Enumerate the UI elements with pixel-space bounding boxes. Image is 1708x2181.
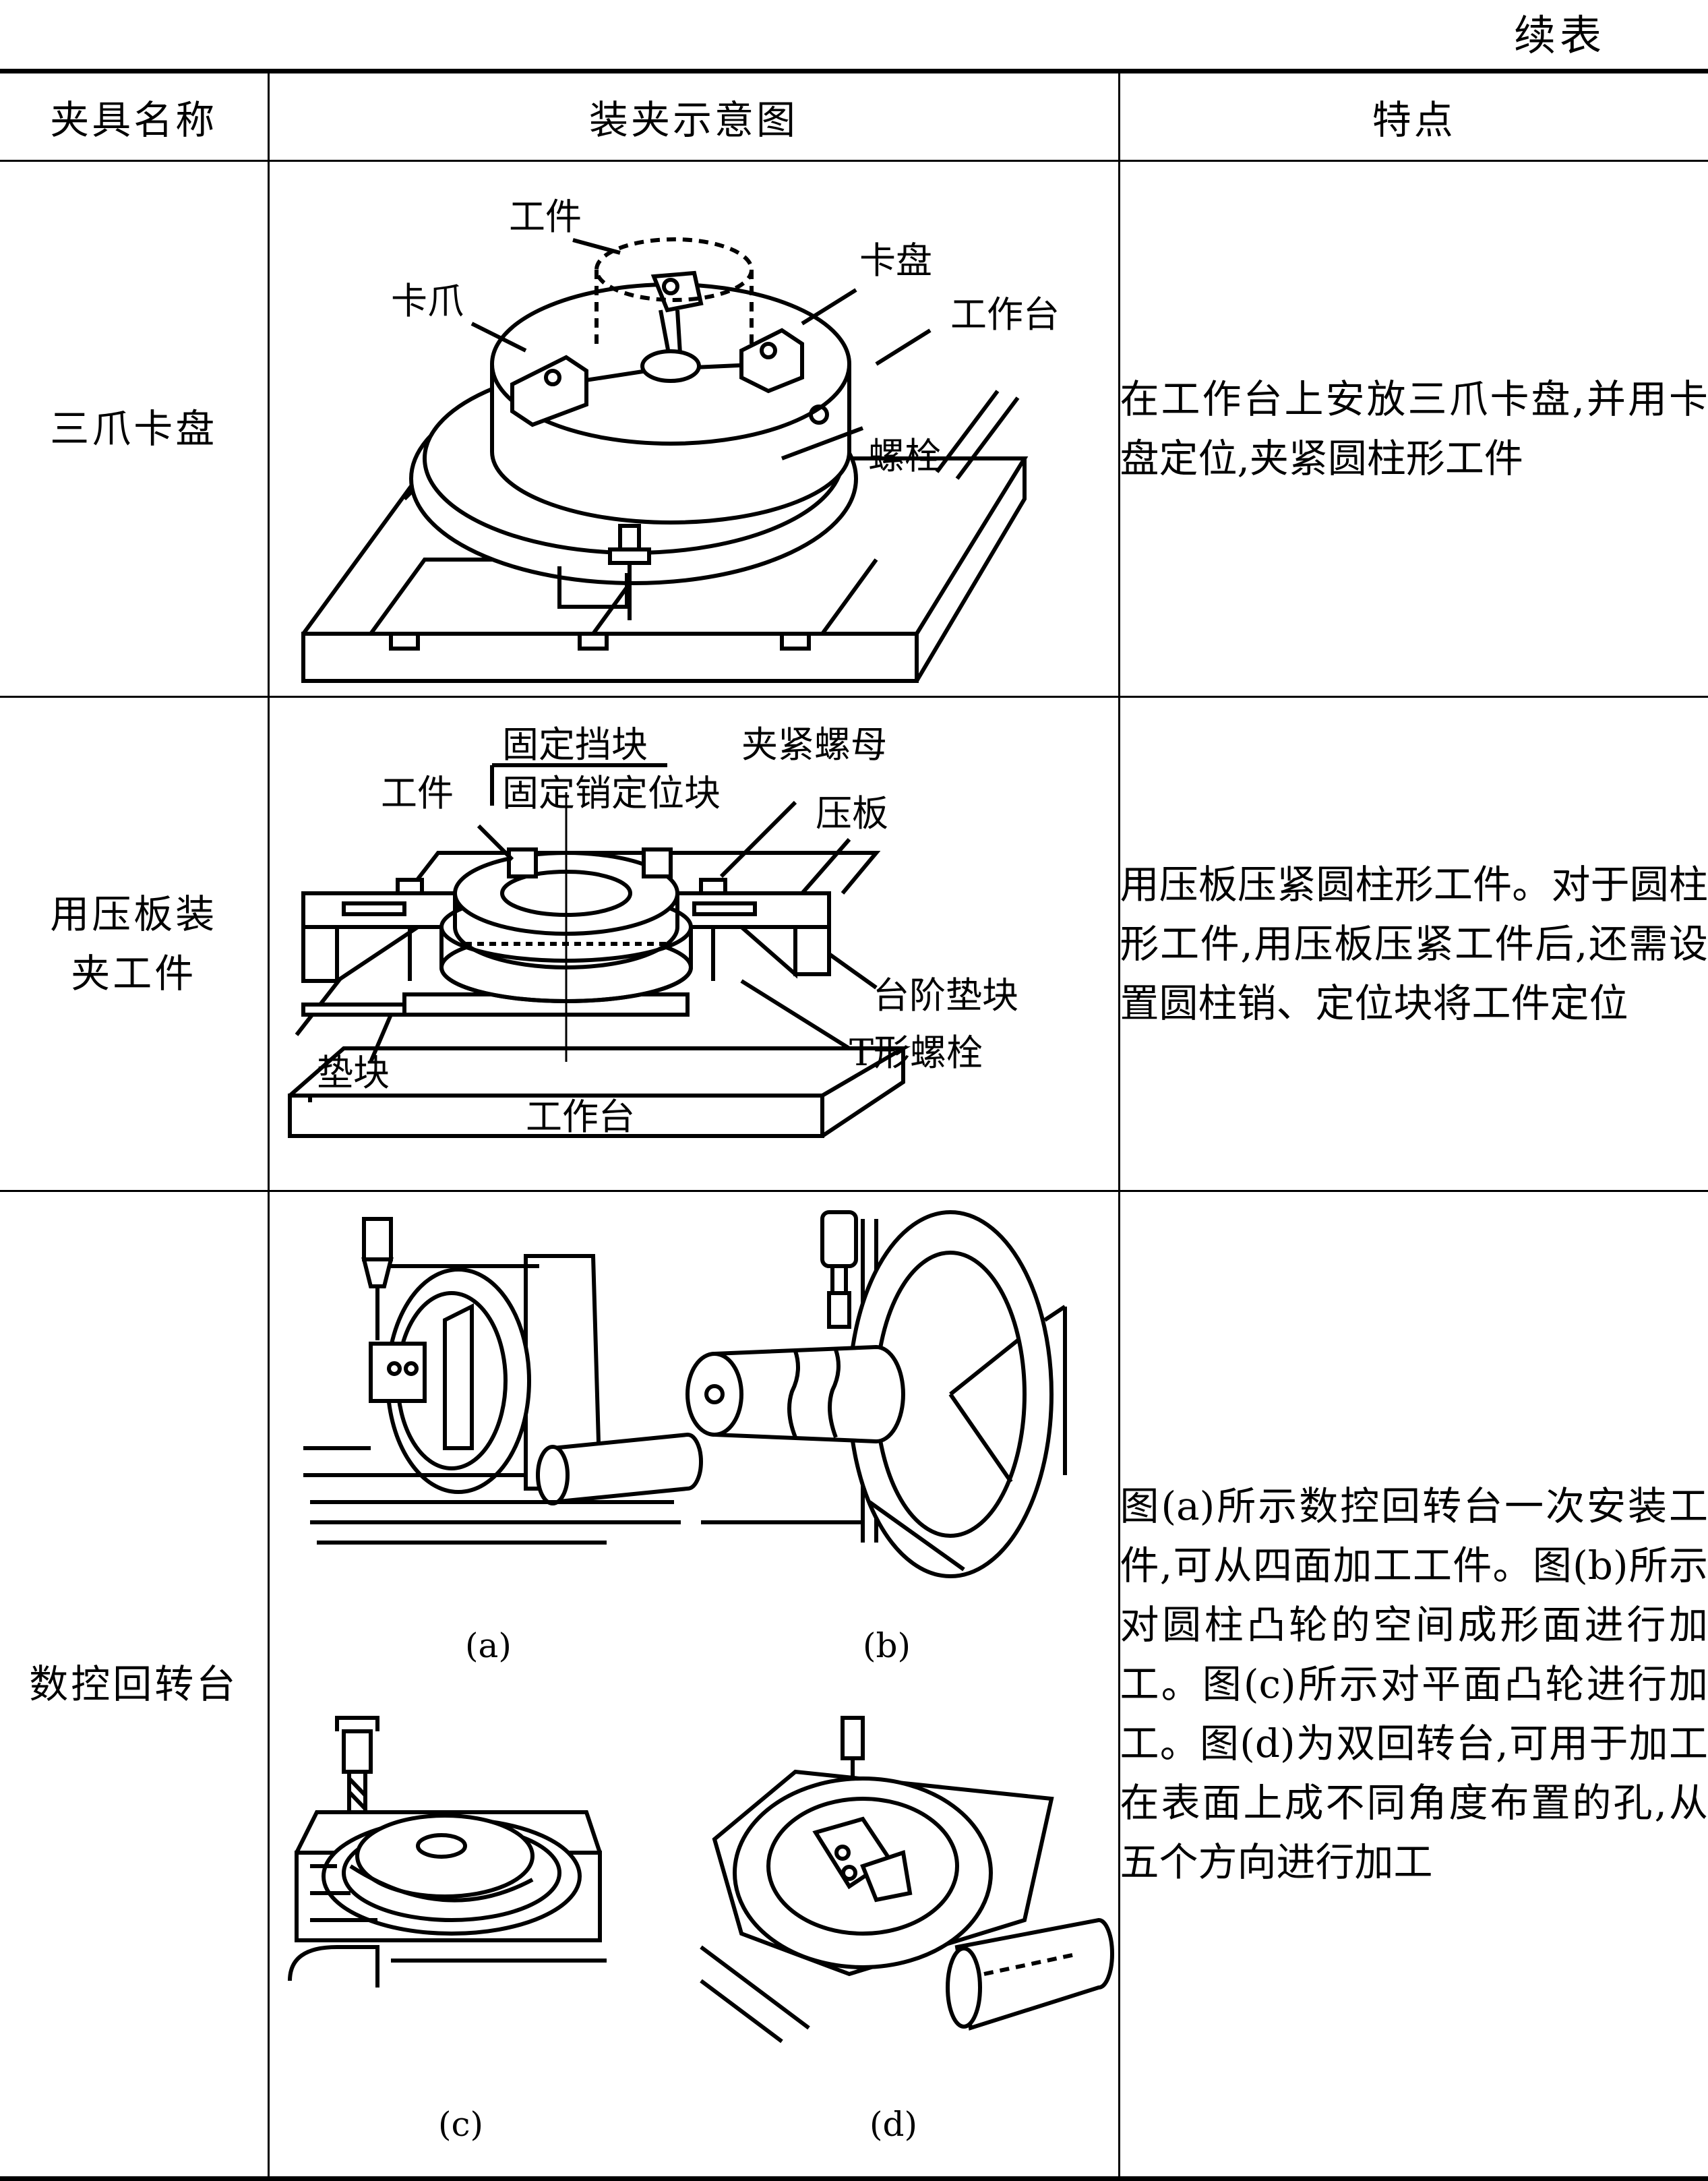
diagram-cell: 固定挡块 固定销定位块 工件 夹紧螺母 压板 台阶垫块 垫块 T形螺栓 工作台 <box>267 696 1120 1192</box>
diagram-cell: (a) (b) (c) (d) <box>267 1190 1120 2181</box>
label-clamp-nut: 夹紧螺母 <box>741 723 887 766</box>
clamp-plate-diagram: 固定挡块 固定销定位块 工件 夹紧螺母 压板 台阶垫块 垫块 T形螺栓 工作台 <box>287 723 1018 1138</box>
label-clamp-plate: 压板 <box>816 792 888 835</box>
label-bolt: 螺栓 <box>868 435 941 477</box>
fixture-name-cell: 数控回转台 <box>0 1190 270 2181</box>
caption-c: (c) <box>438 2105 483 2144</box>
label-workpiece: 工件 <box>381 772 454 814</box>
table-row: 三爪卡盘 <box>0 160 1708 698</box>
caption-a: (a) <box>465 1626 512 1665</box>
fixture-name-cell: 用压板装夹工件 <box>0 696 270 1192</box>
figure-a-drawing <box>303 1217 703 1545</box>
label-fixed-pin: 固定销定位块 <box>502 772 721 814</box>
label-pad: 垫块 <box>317 1052 390 1094</box>
continued-table-label: 续表 <box>1513 11 1606 60</box>
table-header-row: 夹具名称 装夹示意图 特点 <box>0 69 1708 162</box>
label-t-bolt: T形螺栓 <box>849 1032 983 1074</box>
features-cell: 用压板压紧圆柱形工件。对于圆柱形工件,用压板压紧工件后,还需设置圆柱销、定位块将… <box>1118 696 1708 1192</box>
header-clamping-diagram: 装夹示意图 <box>267 69 1120 162</box>
fixture-name-text: 用压板装夹工件 <box>50 891 218 996</box>
figure-c-drawing <box>287 1716 607 1988</box>
features-cell: 在工作台上安放三爪卡盘,并用卡盘定位,夹紧圆柱形工件 <box>1118 160 1708 698</box>
cnc-rotary-table-diagrams: (a) (b) (c) (d) <box>287 1210 1114 2144</box>
fixture-table: 夹具名称 装夹示意图 特点 三爪卡盘 <box>0 69 1708 2181</box>
three-jaw-chuck-diagram: 工件 卡爪 卡盘 工作台 螺栓 <box>301 196 1060 683</box>
label-fixed-stop: 固定挡块 <box>502 723 648 766</box>
header-features: 特点 <box>1118 69 1708 162</box>
features-cell: 图(a)所示数控回转台一次安装工件,可从四面加工工件。图(b)所示对圆柱凸轮的空… <box>1118 1190 1708 2181</box>
label-step-block: 台阶垫块 <box>873 974 1018 1017</box>
caption-b: (b) <box>863 1626 911 1665</box>
label-chuck: 卡盘 <box>859 239 932 282</box>
figure-b-drawing <box>685 1210 1067 1578</box>
table-row: 用压板装夹工件 <box>0 696 1708 1192</box>
header-fixture-name: 夹具名称 <box>0 69 270 162</box>
figure-d-drawing <box>699 1716 1114 2043</box>
caption-d: (d) <box>870 2105 917 2144</box>
diagram-cell: 工件 卡爪 卡盘 工作台 螺栓 <box>267 160 1120 698</box>
label-workpiece: 工件 <box>509 196 582 238</box>
table-row: 数控回转台 <box>0 1190 1708 2181</box>
label-table: 工作台 <box>526 1096 635 1138</box>
fixture-name-cell: 三爪卡盘 <box>0 160 270 698</box>
label-jaw: 卡爪 <box>391 280 464 322</box>
label-table: 工作台 <box>950 293 1060 336</box>
